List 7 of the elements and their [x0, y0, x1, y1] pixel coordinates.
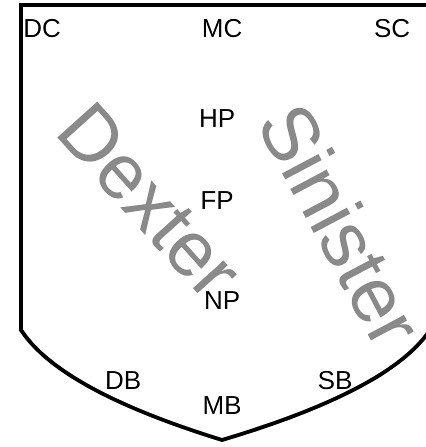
point-label: NP: [204, 287, 240, 313]
point-label: DC: [23, 15, 61, 41]
point-label: MB: [202, 392, 242, 418]
point-label: SC: [374, 15, 410, 41]
point-label: MC: [202, 15, 242, 41]
point-label: DB: [104, 367, 142, 393]
point-label: SB: [318, 367, 352, 393]
